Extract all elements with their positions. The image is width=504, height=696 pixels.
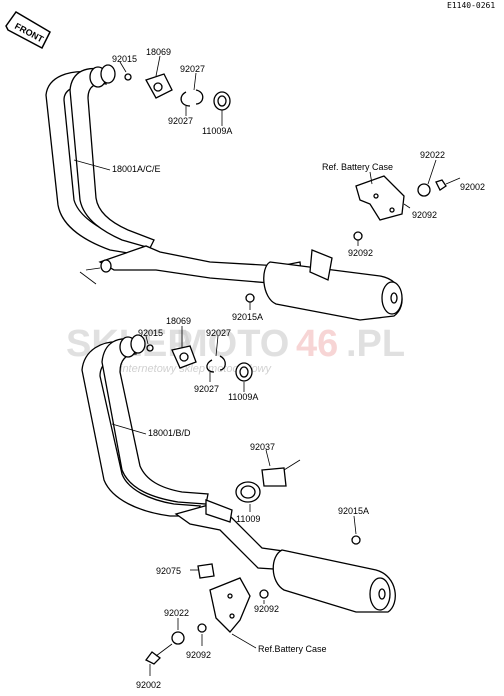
label-lower-11009: 11009 (236, 514, 260, 524)
watermark-tagline: internetowy sklep motocyklowy (120, 363, 273, 375)
lower-collector-joint (205, 499, 233, 523)
upper-header-pipe-inner (69, 67, 155, 249)
label-upper-92092-a: 92092 (412, 210, 437, 220)
diagram-code: E1140-0261 (447, 1, 495, 10)
upper-nut-92015 (124, 73, 132, 81)
label-upper-92022: 92022 (420, 150, 445, 160)
upper-collar-92027-a (180, 91, 191, 107)
upper-nut-92015a (245, 293, 255, 303)
label-lower-11009a: 11009A (228, 392, 258, 402)
label-lower-92092-b: 92092 (186, 650, 211, 660)
label-upper-18069: 18069 (146, 47, 171, 57)
label-lower-92092-a: 92092 (254, 604, 279, 614)
label-lower-92022: 92022 (164, 608, 189, 618)
label-lower-18001: 18001/B/D (148, 428, 191, 438)
label-lower-92037: 92037 (250, 442, 275, 452)
upper-collar-92027-b (195, 89, 204, 105)
upper-assembly: 92015 18069 92027 92027 11009A 18001A/C/… (45, 47, 485, 322)
label-lower-92027-b: 92027 (194, 384, 219, 394)
label-lower-18069: 18069 (166, 316, 191, 326)
upper-washer-92022 (417, 183, 431, 197)
label-lower-92002: 92002 (136, 680, 161, 690)
lower-muffler (272, 549, 396, 613)
upper-bolt-92002 (435, 179, 447, 191)
label-upper-92027-b: 92027 (168, 116, 193, 126)
lower-collar-92027-a (206, 359, 215, 373)
label-lower-92027-a: 92027 (206, 328, 231, 338)
lower-nut-92015 (146, 344, 154, 352)
lower-grommet-92092-b (197, 623, 207, 633)
upper-muffler (263, 261, 403, 321)
label-upper-92027-a: 92027 (180, 64, 205, 74)
upper-mid-pipe-end (100, 259, 112, 273)
upper-battery-bracket (355, 175, 405, 221)
label-upper-92015a: 92015A (232, 312, 263, 322)
upper-muffler-bracket (309, 249, 333, 281)
upper-flange-18069 (145, 73, 173, 99)
label-upper-ref-battery: Ref. Battery Case (322, 162, 393, 172)
lower-nut-92015a (351, 535, 361, 545)
lower-clamp-92037 (261, 467, 287, 487)
label-upper-92002: 92002 (460, 182, 485, 192)
lower-grommet-92092-a (259, 589, 269, 599)
label-lower-92075: 92075 (156, 566, 181, 576)
lower-pipe-end-2 (130, 334, 146, 354)
label-upper-92092-b: 92092 (348, 248, 373, 258)
label-lower-92015a: 92015A (338, 506, 369, 516)
lower-washer-92022 (171, 631, 185, 645)
upper-muffler-end (381, 281, 403, 315)
label-upper-18001: 18001A/C/E (112, 164, 161, 174)
front-arrow-icon: FRONT (5, 11, 51, 50)
watermark-part3: 46 (296, 323, 338, 365)
label-lower-92015: 92015 (138, 328, 163, 338)
label-upper-11009a: 11009A (202, 126, 232, 136)
lower-header-pipe-inner (101, 338, 209, 505)
lower-grommet-92075 (197, 563, 215, 579)
lower-gasket-11009 (235, 481, 261, 503)
lower-battery-bracket (209, 577, 251, 633)
upper-pipe-end-2 (100, 64, 116, 84)
label-lower-ref-battery: Ref.Battery Case (258, 644, 327, 654)
lower-bolt-92002 (145, 651, 161, 665)
lower-collar-92027-b (219, 355, 226, 371)
label-upper-92015: 92015 (112, 54, 137, 64)
watermark-part4: .PL (346, 323, 405, 365)
lower-muffler-end (369, 577, 391, 611)
lower-flange-18069 (171, 345, 197, 369)
lower-gasket-11009a (235, 362, 253, 382)
upper-grommet-92092 (353, 231, 363, 241)
lower-assembly: 92015 18069 92027 92027 11009A 18001/B/D… (81, 316, 396, 690)
upper-gasket-11009a (213, 91, 231, 111)
lower-mid-pipe (174, 503, 291, 571)
